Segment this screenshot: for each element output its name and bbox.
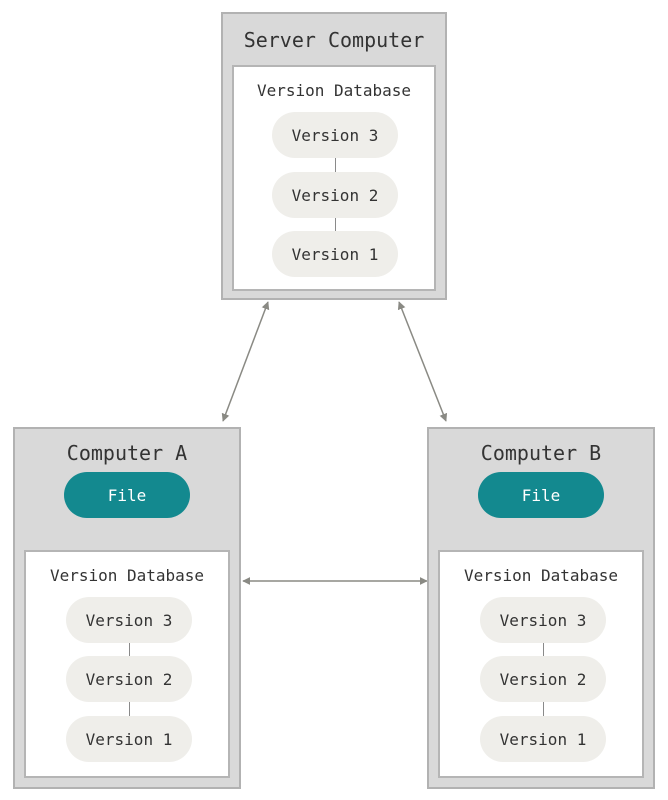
computer-b-title: Computer B [480, 441, 602, 465]
computer-a-version-1: Version 1 [66, 716, 192, 762]
arrow-server-to-computer-b [397, 301, 448, 422]
arrow-server-to-computer-a [221, 301, 270, 422]
computer-a-title: Computer A [66, 441, 188, 465]
computer-a-db-title: Version Database [49, 566, 205, 585]
server-version-1: Version 1 [272, 231, 398, 277]
computer-a-version-3: Version 3 [66, 597, 192, 643]
server-computer-box: Server Computer Version Database Version… [221, 12, 447, 300]
computer-a-box: Computer A File Version Database Version… [13, 427, 241, 789]
computer-a-version-2: Version 2 [66, 656, 192, 702]
computer-b-box: Computer B File Version Database Version… [427, 427, 655, 789]
server-version-2: Version 2 [272, 172, 398, 218]
computer-b-version-2: Version 2 [480, 656, 606, 702]
computer-b-file: File [478, 472, 604, 518]
server-version-3: Version 3 [272, 112, 398, 158]
computer-b-version-1: Version 1 [480, 716, 606, 762]
computer-a-version-database: Version Database Version 3 Version 2 Ver… [24, 550, 230, 778]
computer-b-version-database: Version Database Version 3 Version 2 Ver… [438, 550, 644, 778]
server-computer-title: Server Computer [243, 28, 425, 52]
computer-b-version-3: Version 3 [480, 597, 606, 643]
server-version-database: Version Database Version 3 Version 2 Ver… [232, 65, 436, 291]
computer-b-db-title: Version Database [463, 566, 619, 585]
server-db-title: Version Database [256, 81, 412, 100]
computer-a-file: File [64, 472, 190, 518]
